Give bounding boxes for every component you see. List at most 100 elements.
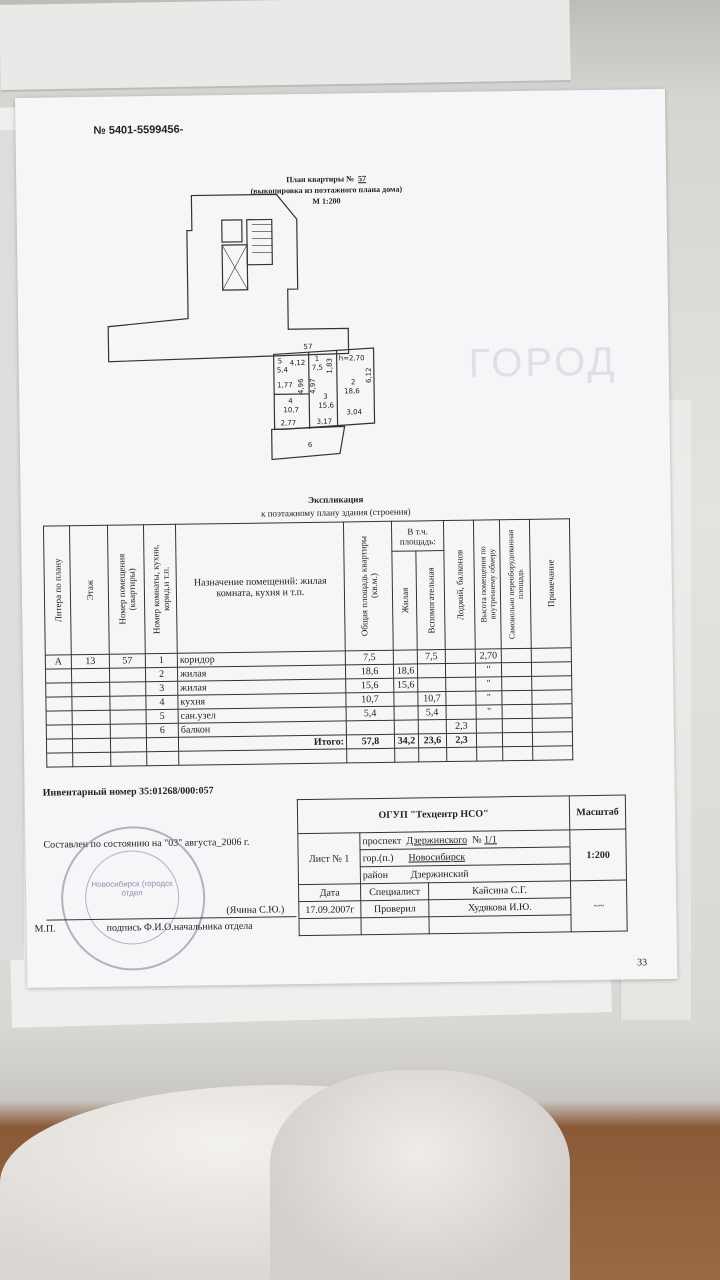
org-name: ОГУП "Техцентр НСО" — [297, 795, 570, 834]
totals-total: 57,8 — [346, 734, 395, 749]
cell-floor — [71, 668, 110, 683]
cell-balcony: 2,3 — [446, 719, 477, 734]
col-aux: Вспомогательная — [425, 567, 437, 634]
title-block: ОГУП "Техцентр НСО" Масштаб Лист № 1 про… — [297, 795, 628, 937]
plan-label-r3: 3 — [323, 393, 328, 401]
sheet-number: Лист № 1 — [297, 832, 361, 885]
plan-label-r6: 6 — [308, 441, 313, 449]
cell-living — [393, 649, 418, 665]
plan-label-dim: 1,83 — [326, 358, 334, 374]
cell-aux — [417, 663, 446, 678]
cell-premises — [110, 709, 147, 725]
watermark: ГОРОД — [468, 339, 618, 386]
cell-height — [476, 718, 503, 734]
cell-premises — [109, 667, 146, 683]
explication-table: Литера по плану Этаж Номер помещения (кв… — [43, 518, 573, 768]
col-self: Самовольно переоборудованная площадь — [505, 529, 525, 639]
cell-room: 4 — [145, 695, 179, 710]
cell-total: 15,6 — [345, 678, 394, 693]
col-living: Жилая — [399, 587, 410, 614]
cell-aux: 5,4 — [418, 705, 447, 720]
cell-floor — [72, 710, 111, 725]
no-label: № — [471, 834, 482, 846]
plan-label-dim: 1,77 — [277, 381, 293, 389]
col-height: Высота помещения по внутреннему обмеру — [477, 546, 497, 623]
head-name: (Ячина С.Ю.) — [226, 904, 285, 917]
cell-total: 7,5 — [345, 650, 394, 665]
plan-label-dim: 4,97 — [309, 378, 317, 394]
scale-label: Масштаб — [569, 795, 626, 830]
col-litera: Литера по плану — [51, 558, 63, 623]
cell-floor — [71, 696, 111, 711]
street-label: проспект — [362, 835, 402, 847]
cell-empty — [531, 647, 572, 663]
plan-label-dim: 4,96 — [297, 378, 305, 394]
col-incl: В т.ч. площадь: — [391, 520, 444, 552]
cell-premises: 57 — [109, 653, 146, 669]
district-label: район — [362, 869, 389, 881]
signatures: ~~ — [570, 880, 628, 932]
cell-living — [393, 691, 419, 707]
house-number: 1/1 — [484, 833, 497, 846]
cell-living — [394, 719, 419, 735]
towel-fold — [270, 1070, 570, 1280]
scale-value: 1:200 — [569, 829, 627, 881]
explication-heading: Экспликация к поэтажному плану здания (с… — [201, 492, 471, 522]
plan-label-dim: 3,04 — [346, 408, 362, 416]
cell-room: 1 — [145, 653, 178, 668]
cell-height: " — [476, 704, 503, 720]
official-stamp: Новосибирск (городск отдел — [60, 825, 207, 972]
stamp-text: Новосибирск (городск отдел — [91, 878, 173, 898]
cell-floor: 13 — [71, 654, 110, 669]
col-total: Общая площадь квартиры (кв.м.) — [357, 535, 379, 637]
cell-empty — [502, 704, 533, 719]
cell-living: 18,6 — [393, 663, 418, 679]
cell-living — [394, 705, 419, 721]
cell-empty — [501, 662, 532, 677]
cell-room: 5 — [146, 709, 179, 724]
cell-premises — [109, 695, 147, 711]
plan-label-r5-area: 5,4 — [277, 366, 289, 374]
apartment-number: 57 — [358, 174, 367, 184]
plan-label-r4-area: 10,7 — [283, 406, 299, 414]
plan-label-r2: 2 — [351, 378, 356, 386]
checked-name: Худякова И.Ю. — [428, 897, 572, 917]
cell-empty — [501, 648, 532, 663]
cell-aux: 7,5 — [417, 649, 446, 664]
totals-balcony: 2,3 — [446, 733, 477, 748]
cell-total — [346, 720, 395, 735]
page-mark: 33 — [637, 957, 648, 969]
cell-room: 6 — [146, 723, 179, 738]
cell-total: 10,7 — [345, 692, 395, 707]
cell-floor — [72, 724, 111, 739]
col-premises: Номер помещения (квартиры) — [115, 554, 137, 626]
cell-empty — [501, 690, 533, 705]
cell-empty — [502, 718, 533, 733]
plan-label-r1-area: 7,5 — [312, 364, 323, 372]
checked-label: Проверил — [360, 899, 429, 918]
inventory-number: Инвентарный номер 35:01268/000:057 — [42, 785, 214, 799]
plan-label-r3-area: 15,6 — [318, 402, 334, 410]
district: Дзержинский — [410, 868, 469, 881]
cell-height: 2,70 — [475, 648, 502, 664]
cell-empty — [531, 675, 572, 691]
cell-premises — [109, 681, 146, 697]
cell-room: 3 — [145, 681, 178, 696]
cell-height: " — [475, 662, 502, 678]
signature-caption: подпись Ф.И.О.начальника отдела — [106, 920, 253, 934]
cell-litera — [45, 696, 73, 712]
plan-label-r1: 1 — [315, 355, 320, 363]
col-purpose: Назначение помещений: жилая комната, кух… — [193, 575, 327, 600]
col-note: Примечание — [545, 559, 556, 608]
cell-total: 18,6 — [345, 664, 394, 679]
specialist-name: Кайсина С.Г. — [428, 880, 571, 900]
cell-empty — [531, 689, 573, 705]
plan-label-height: h=2,70 — [339, 354, 365, 362]
cell-height: " — [475, 690, 503, 706]
mp-label: М.П. — [34, 923, 56, 935]
totals-aux: 23,6 — [418, 733, 447, 748]
col-balcony: Лоджий, балконов — [453, 549, 465, 621]
cell-balcony — [445, 677, 476, 692]
cell-height: " — [475, 676, 502, 692]
specialist-label: Специалист — [360, 882, 429, 901]
